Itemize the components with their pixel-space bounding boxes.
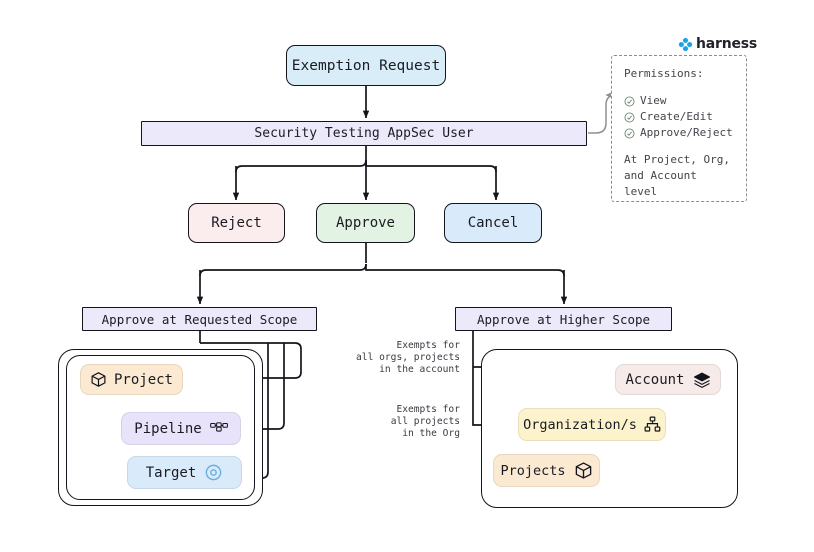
node-label: Approve at Higher Scope — [476, 311, 651, 327]
harness-logo: harness — [678, 36, 757, 52]
node-label: Account — [625, 371, 685, 388]
sitemap-icon — [644, 416, 661, 433]
harness-wordmark: harness — [696, 36, 758, 52]
node-account[interactable]: Account — [615, 364, 721, 395]
node-label: Approve — [335, 215, 395, 231]
node-label: Cancel — [467, 215, 519, 231]
permission-label: View — [640, 94, 667, 107]
node-label: Target — [145, 464, 197, 481]
check-circle-icon — [624, 111, 635, 123]
bullseye-icon — [204, 463, 223, 482]
permission-item-view: View — [624, 93, 736, 109]
node-pipeline[interactable]: Pipeline — [121, 412, 241, 445]
node-action-cancel[interactable]: Cancel — [444, 203, 542, 243]
node-target[interactable]: Target — [127, 456, 242, 489]
permissions-heading: Permissions: — [624, 67, 704, 80]
permissions-callout: Permissions: View Create/Edit — [611, 55, 747, 202]
check-circle-icon — [624, 95, 635, 107]
node-label: Pipeline — [134, 420, 202, 437]
cube-icon — [574, 461, 593, 480]
node-label: Organization/s — [523, 416, 637, 433]
permissions-footer-line1: At Project, Org, — [624, 153, 730, 166]
node-approve-requested-scope[interactable]: Approve at Requested Scope — [82, 307, 317, 331]
node-label: Security Testing AppSec User — [254, 126, 474, 141]
node-action-reject[interactable]: Reject — [188, 203, 285, 243]
permission-item-approve-reject: Approve/Reject — [624, 125, 736, 141]
nodes-icon — [209, 421, 228, 437]
permission-label: Create/Edit — [640, 110, 713, 123]
node-exemption-request[interactable]: Exemption Request — [286, 45, 446, 86]
node-label: Reject — [211, 215, 262, 231]
permissions-footer-line2: and Account level — [624, 169, 697, 198]
node-appsec-user[interactable]: Security Testing AppSec User — [141, 121, 587, 146]
node-action-approve[interactable]: Approve — [316, 203, 415, 243]
node-approve-higher-scope[interactable]: Approve at Higher Scope — [455, 307, 672, 331]
layers-icon — [693, 371, 711, 389]
node-projects[interactable]: Projects — [493, 454, 600, 487]
permission-item-create-edit: Create/Edit — [624, 109, 736, 125]
node-project[interactable]: Project — [80, 364, 183, 395]
annotation-org-exempt: Exempts for all projects in the Org — [390, 404, 460, 440]
check-circle-icon — [624, 127, 635, 139]
permission-label: Approve/Reject — [640, 126, 733, 139]
node-label: Exemption Request — [291, 57, 441, 74]
node-label: Project — [113, 371, 173, 388]
node-organizations[interactable]: Organization/s — [518, 408, 666, 441]
cube-icon — [90, 371, 107, 388]
node-label: Approve at Requested Scope — [101, 311, 298, 327]
harness-clover-icon — [678, 37, 693, 52]
annotation-account-exempt: Exempts for all orgs, projects in the ac… — [356, 340, 460, 376]
node-label: Projects — [500, 462, 566, 479]
